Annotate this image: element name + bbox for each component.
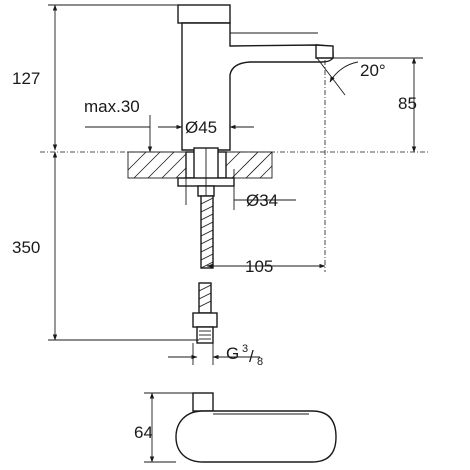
tap-spout-tip bbox=[315, 44, 334, 59]
dim-mounting-diameter: Ø34 bbox=[246, 191, 278, 210]
tap-cap bbox=[177, 4, 231, 24]
dim-height-above-deck: 127 bbox=[12, 69, 40, 88]
mounting-assembly bbox=[177, 147, 235, 197]
dim-below-deck-length: 350 bbox=[12, 238, 40, 257]
dim-thread-prefix: G bbox=[226, 344, 239, 363]
dim-spout-reach: 105 bbox=[245, 257, 273, 276]
dim-thread-slash: / bbox=[249, 347, 254, 366]
braided-hose-lower bbox=[192, 282, 218, 344]
dim-thread-numerator: 3 bbox=[242, 343, 248, 355]
tap-top-body bbox=[175, 410, 337, 463]
braided-hose-upper bbox=[200, 195, 214, 269]
tap-side-view bbox=[177, 4, 334, 151]
dim-spout-angle: 20° bbox=[360, 61, 386, 80]
dim-body-diameter: Ø45 bbox=[185, 118, 217, 137]
dim-spout-height: 85 bbox=[398, 94, 417, 113]
dim-body-depth: 64 bbox=[134, 423, 153, 442]
dim-thread-denominator: 8 bbox=[257, 356, 263, 368]
tap-top-view bbox=[175, 392, 337, 463]
dim-max-deck-thickness: max.30 bbox=[84, 97, 140, 116]
hose-connector bbox=[192, 312, 218, 328]
